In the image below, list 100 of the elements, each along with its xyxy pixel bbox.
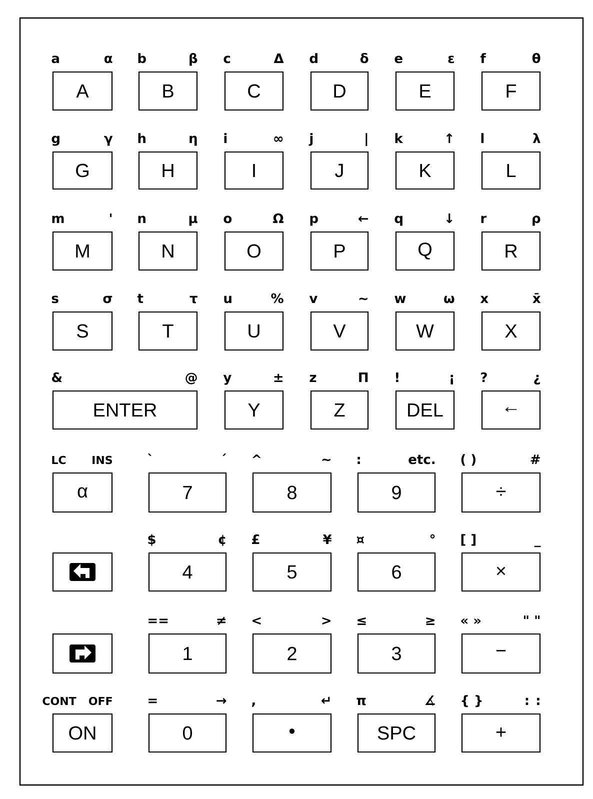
key: ENTER bbox=[52, 390, 198, 430]
key: 7 bbox=[148, 472, 227, 513]
key-label: % bbox=[271, 293, 284, 304]
key-label: == bbox=[148, 618, 168, 624]
key: SPC bbox=[357, 713, 436, 753]
key-label: σ bbox=[103, 296, 112, 304]
key: J bbox=[310, 151, 369, 190]
key-label: ∡ bbox=[425, 696, 435, 706]
key-label: ρ bbox=[532, 216, 540, 226]
key-label: w bbox=[394, 296, 406, 303]
key-label: y bbox=[223, 374, 232, 385]
key-label: h bbox=[138, 133, 146, 143]
key: 2 bbox=[252, 633, 332, 674]
key: • bbox=[252, 713, 332, 753]
key: U bbox=[224, 311, 284, 351]
key-label: " " bbox=[524, 616, 540, 620]
key-label: ω bbox=[444, 296, 454, 304]
key-label: τ bbox=[190, 296, 198, 304]
key-label: ↑ bbox=[446, 133, 452, 143]
key-label: £ bbox=[252, 534, 260, 544]
key-label: Ω bbox=[273, 213, 284, 223]
key-label: ¡ bbox=[450, 374, 453, 384]
key-label: θ bbox=[532, 53, 540, 64]
key-label: ≤ bbox=[358, 617, 366, 625]
key-label: ε bbox=[448, 56, 454, 64]
key: K bbox=[395, 151, 455, 190]
key-label: ¥ bbox=[322, 534, 332, 544]
key-label: t bbox=[137, 294, 144, 303]
key-label: d bbox=[310, 53, 318, 64]
key: T bbox=[138, 311, 198, 351]
key-label: ± bbox=[274, 374, 282, 382]
key-label: ~ bbox=[322, 458, 330, 462]
key-label: s bbox=[52, 296, 58, 304]
key-label: ¢ bbox=[218, 534, 226, 546]
key-label: LC bbox=[52, 456, 66, 464]
key: Z bbox=[310, 390, 369, 430]
key: 9 bbox=[357, 472, 436, 513]
key: X bbox=[481, 311, 541, 351]
key-label: ' bbox=[110, 214, 112, 218]
key: 1 bbox=[148, 633, 227, 674]
key: W bbox=[395, 311, 455, 351]
key-label: e bbox=[394, 56, 402, 64]
key-label: x bbox=[480, 296, 488, 303]
key: 3 bbox=[357, 633, 436, 674]
key-label: g bbox=[52, 136, 60, 146]
key-label: λ bbox=[532, 133, 540, 143]
key: 6 bbox=[357, 552, 436, 592]
key: ON bbox=[52, 713, 113, 753]
key: F bbox=[481, 71, 541, 111]
key: R bbox=[481, 231, 541, 271]
key-label: q bbox=[394, 216, 402, 226]
key-label: # bbox=[530, 454, 540, 464]
key-label: β bbox=[190, 52, 198, 66]
key-label: : : bbox=[526, 698, 540, 705]
key: N bbox=[138, 231, 198, 271]
key-label: [ ] bbox=[461, 534, 476, 546]
key-label: ´ bbox=[222, 454, 226, 456]
key-label: ? bbox=[481, 372, 487, 382]
key: M bbox=[52, 231, 113, 271]
key-label: α bbox=[104, 56, 112, 64]
key: P bbox=[310, 231, 369, 271]
key-label: b bbox=[138, 53, 146, 64]
key: D bbox=[310, 71, 369, 111]
key-label: ≥ bbox=[426, 617, 434, 625]
key: I bbox=[224, 151, 284, 190]
key-label: OFF bbox=[88, 696, 112, 706]
key-label: ~ bbox=[359, 298, 368, 300]
key-label: { } bbox=[462, 695, 482, 708]
key-label: → bbox=[216, 698, 226, 704]
key: ÷ bbox=[461, 472, 541, 513]
key-label: μ bbox=[189, 216, 198, 226]
key-label: $ bbox=[148, 534, 156, 546]
key-label: ¿ bbox=[534, 374, 540, 385]
key: α bbox=[52, 472, 113, 513]
key-label: ( ) bbox=[461, 454, 476, 466]
key-label: ↵ bbox=[322, 696, 330, 704]
key-label: ` bbox=[148, 454, 152, 456]
key-label: « » bbox=[461, 618, 481, 624]
key-label: _ bbox=[534, 546, 541, 548]
key-label: v bbox=[309, 296, 318, 303]
key-label: ∞ bbox=[274, 136, 283, 142]
key: × bbox=[461, 552, 541, 592]
key-label: c bbox=[224, 56, 230, 64]
key-label: γ bbox=[104, 136, 113, 146]
key-label: < bbox=[252, 617, 261, 625]
key-label: ^ bbox=[252, 454, 261, 458]
key-label: η bbox=[190, 136, 197, 146]
key-label: l bbox=[481, 133, 484, 143]
key: O bbox=[224, 231, 284, 271]
key: 5 bbox=[252, 552, 332, 592]
key-label: j bbox=[308, 133, 313, 146]
key-label: : bbox=[358, 456, 360, 464]
key-label: , bbox=[252, 702, 255, 707]
key-label: ← bbox=[358, 216, 368, 222]
key: E bbox=[395, 71, 455, 111]
key: − bbox=[461, 633, 541, 674]
key-label: a bbox=[52, 56, 59, 64]
key-label: & bbox=[52, 372, 62, 382]
key-label: ! bbox=[396, 372, 398, 382]
key-label: etc. bbox=[408, 454, 434, 464]
